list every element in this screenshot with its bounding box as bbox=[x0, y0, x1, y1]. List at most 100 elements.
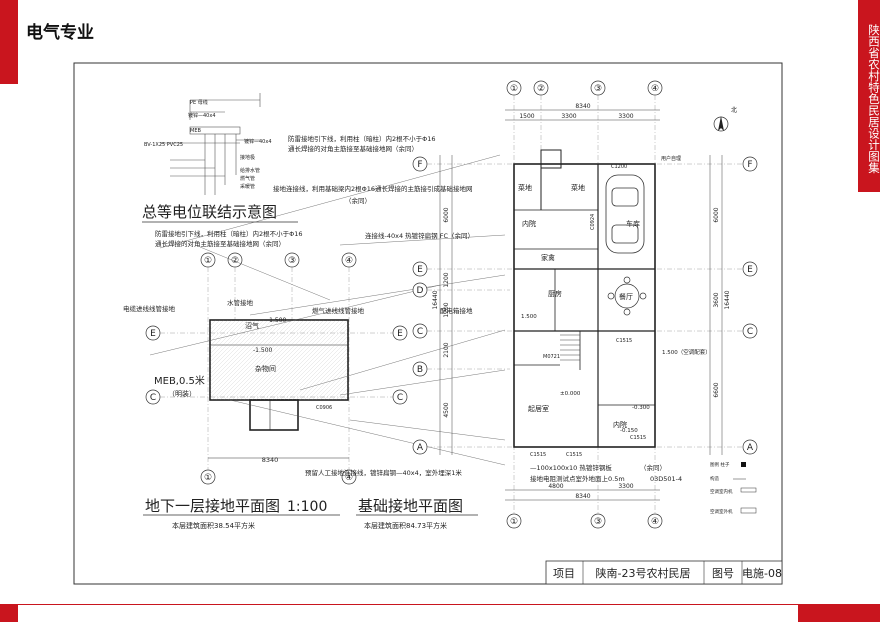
foundation-title: 基础接地平面图 bbox=[358, 497, 463, 515]
room-label: 菜地 bbox=[571, 183, 585, 192]
window-label: C1200 bbox=[611, 164, 627, 170]
basement-hatch bbox=[210, 320, 348, 400]
compass-label: 北 bbox=[731, 106, 737, 114]
level-label: ±0.000 bbox=[560, 391, 581, 397]
dimension: 2100 bbox=[443, 342, 450, 357]
axis-label: C bbox=[397, 393, 403, 403]
left-accent-bar bbox=[0, 0, 18, 84]
note: 配电箱接地 bbox=[440, 306, 473, 315]
level-label: 1.500 bbox=[521, 314, 537, 320]
dimension: 3300 bbox=[618, 113, 633, 120]
axis-label: D bbox=[417, 286, 424, 296]
dimension: 6600 bbox=[713, 382, 720, 397]
legend-label: MEB bbox=[190, 128, 201, 134]
foundation-axes: ① ② ③ ④ ① ③ ④ F E D C B A F E C A bbox=[412, 80, 758, 529]
note: 防雷接地引下线，利用柱（暗柱）内2根不小于Φ16 bbox=[288, 134, 436, 143]
room-label: 餐厅 bbox=[619, 292, 633, 301]
project-label: 项目 bbox=[553, 567, 575, 580]
legend-label: PE 母线 bbox=[190, 99, 208, 106]
dimension: 6000 bbox=[713, 207, 720, 222]
side-title: 陕西省农村特色民居设计图集 bbox=[858, 0, 880, 192]
basement-scale: 1:100 bbox=[287, 499, 327, 515]
label: 用户自理 bbox=[661, 155, 681, 162]
note: 接地连接线，利用基础梁内2根Φ16通长焊接的主筋接引成基础接地网 bbox=[273, 184, 473, 193]
foundation-rooms: 菜地 菜地 内院 车库 家禽 厨房 餐厅 起居室 内院 bbox=[518, 183, 640, 429]
project-value: 陕南-23号农村民居 bbox=[596, 566, 691, 580]
room-label: 菜地 bbox=[518, 183, 532, 192]
foundation-gridlines bbox=[427, 95, 743, 514]
axis-label: A bbox=[747, 443, 754, 453]
room-label: 内院 bbox=[613, 420, 627, 429]
axis-label: ① bbox=[204, 473, 212, 483]
basement-title: 地下一层接地平面图 bbox=[145, 497, 280, 515]
axis-label: ④ bbox=[345, 256, 353, 266]
dimension: 4500 bbox=[443, 402, 450, 417]
legend-label: 给排水管 bbox=[240, 167, 260, 174]
axis-label: C bbox=[747, 327, 753, 337]
note: 03D501-4 bbox=[650, 475, 682, 483]
basement-axes: ① ② ③ ④ ① ④ E E C C bbox=[145, 252, 408, 485]
dimension: 16440 bbox=[724, 290, 731, 309]
note: 预留人工接地连接线，镀锌扁钢—40x4，室外埋深1米 bbox=[305, 468, 462, 477]
foundation-area: 本层建筑面积84.73平方米 bbox=[364, 521, 447, 530]
axis-label: F bbox=[747, 160, 752, 170]
dimension: 3300 bbox=[618, 483, 633, 490]
bottom-left-bar bbox=[0, 604, 18, 622]
bonding-labels: PE 母线 镀锌—40x4 MEB BV-1X25 PVC25 镀锌—40x4 … bbox=[144, 99, 272, 190]
bonding-schematic bbox=[160, 93, 261, 195]
level-label: 1.500（空调配套） bbox=[662, 348, 711, 356]
dimension: 16440 bbox=[432, 290, 439, 309]
room-label: 沼气 bbox=[245, 321, 259, 330]
dimension: 8340 bbox=[575, 103, 590, 110]
level-label: -1.500 bbox=[267, 317, 287, 324]
axis-label: ③ bbox=[594, 517, 602, 527]
window-label: C1515 bbox=[630, 435, 646, 441]
axis-label: ② bbox=[231, 256, 239, 266]
window-label: C0924 bbox=[590, 214, 596, 230]
legend-item: 构造 bbox=[710, 475, 719, 482]
note: （余同） bbox=[345, 196, 371, 205]
axis-label: ③ bbox=[288, 256, 296, 266]
dimension: 3300 bbox=[561, 113, 576, 120]
axis-label: B bbox=[417, 365, 423, 375]
note: 通长焊接的对角主筋接至基础接地网（余同） bbox=[288, 144, 418, 153]
level-label: -0.150 bbox=[620, 428, 638, 434]
dimension: 4800 bbox=[548, 483, 563, 490]
bottom-rule bbox=[18, 604, 798, 605]
dimension: 6000 bbox=[443, 207, 450, 222]
leader-lines bbox=[149, 154, 506, 466]
axis-label: C bbox=[150, 393, 156, 403]
axis-label: ④ bbox=[651, 517, 659, 527]
note: 燃气进线线管接地 bbox=[312, 306, 365, 315]
window-label: C1515 bbox=[566, 452, 582, 458]
axis-label: ① bbox=[510, 517, 518, 527]
dimension: 8340 bbox=[575, 493, 590, 500]
axis-label: C bbox=[417, 327, 423, 337]
axis-label: A bbox=[417, 443, 424, 453]
legend-title: 总等电位联结示意图 bbox=[142, 203, 277, 221]
legend-label: 接地极 bbox=[240, 154, 255, 161]
room-label: 起居室 bbox=[528, 404, 549, 413]
axis-label: E bbox=[150, 329, 156, 339]
legend-label: 镀锌—40x4 bbox=[188, 112, 216, 119]
note: 电缆进线线管接地 bbox=[123, 304, 176, 313]
axis-label: E bbox=[397, 329, 403, 339]
symbol-legend: 图例 柱子 构造 空调室内机 空调室外机 bbox=[710, 461, 757, 515]
dimension: 8340 bbox=[262, 456, 279, 464]
foundation-labels: 用户自理 M0721 C1515 C1515 C1515 C1515 C1200… bbox=[530, 155, 681, 458]
note: （余同） bbox=[640, 463, 666, 472]
window-label: C1515 bbox=[616, 338, 632, 344]
bottom-right-bar bbox=[798, 604, 880, 622]
room-label: 杂物间 bbox=[255, 364, 276, 373]
legend-item: 图例 柱子 bbox=[710, 461, 730, 468]
legend-label: BV-1X25 PVC25 bbox=[144, 142, 183, 148]
door-label: C0906 bbox=[316, 405, 332, 411]
axis-label: ② bbox=[537, 84, 545, 94]
door-label: M0721 bbox=[543, 354, 560, 360]
meb-label: MEB,0.5米 bbox=[154, 374, 205, 387]
axis-label: ① bbox=[204, 256, 212, 266]
axis-label: E bbox=[747, 265, 753, 275]
dimension: 1200 bbox=[443, 272, 450, 287]
meb-note: （明装） bbox=[168, 389, 196, 398]
